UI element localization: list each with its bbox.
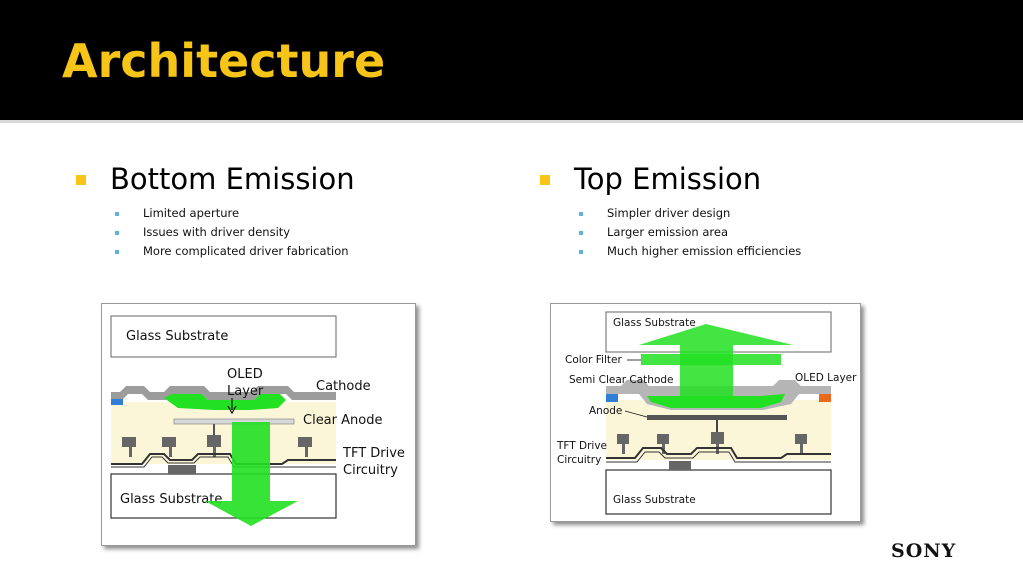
blue-pixel <box>111 399 123 405</box>
bullet-icon <box>115 250 119 254</box>
tft-label-line1: TFT Drive <box>342 446 405 461</box>
bullet-icon <box>540 175 550 185</box>
anode-label: Anode <box>589 405 622 417</box>
cathode-label: Semi Clear Cathode <box>569 374 674 386</box>
right-heading-item: Top Emission <box>540 160 801 200</box>
glass-substrate-bottom-label: Glass Substrate <box>613 494 696 506</box>
sony-logo: SONY <box>891 540 957 562</box>
bullet-icon <box>579 250 583 254</box>
glass-substrate-top-label: Glass Substrate <box>613 317 696 329</box>
tft-label-line1: TFT Drive <box>556 440 607 452</box>
color-filter-label: Color Filter <box>565 354 622 366</box>
emission-arrow <box>639 324 793 404</box>
tft-label-line2: Circuitry <box>343 463 398 478</box>
tft-circuit-line <box>111 453 336 465</box>
right-heading: Top Emission <box>574 162 762 196</box>
title-divider <box>0 120 1023 123</box>
left-bullet-list: Limited aperture Issues with driver dens… <box>76 206 349 263</box>
oled-layer <box>164 394 286 410</box>
glass-substrate-top-label: Glass Substrate <box>126 329 228 344</box>
list-item: More complicated driver fabrication <box>76 244 349 263</box>
bullet-icon <box>579 212 583 216</box>
red-pixel <box>819 394 831 402</box>
oled-label-line1: OLED <box>227 367 263 382</box>
oled-label-line2: Layer <box>227 384 264 399</box>
list-item: Issues with driver density <box>76 225 349 244</box>
cathode-label: Cathode <box>316 379 371 394</box>
list-item: Much higher emission efficiencies <box>540 244 801 263</box>
slide-title: Architecture <box>62 34 386 88</box>
cathode-layer <box>111 386 336 400</box>
left-column: Bottom Emission Limited aperture Issues … <box>76 160 355 263</box>
glass-substrate-bottom-label: Glass Substrate <box>120 492 222 507</box>
top-emission-diagram: Glass Substrate Glass Substrate Color Fi… <box>550 303 861 522</box>
bottom-emission-diagram: Glass Substrate Glass Substrate OLED Lay… <box>101 303 416 546</box>
tft-circuit-line <box>606 447 831 459</box>
title-bar <box>0 0 1023 120</box>
left-heading: Bottom Emission <box>110 162 355 196</box>
list-item: Limited aperture <box>76 206 349 225</box>
bullet-icon <box>76 175 86 185</box>
emission-arrow <box>205 422 298 526</box>
blue-pixel <box>606 394 618 402</box>
glass-substrate-bottom <box>605 469 832 515</box>
clear-anode-label: Clear Anode <box>303 413 382 428</box>
right-column: Top Emission Simpler driver design Large… <box>540 160 801 263</box>
anode-layer <box>647 415 787 420</box>
bullet-icon <box>115 231 119 235</box>
left-heading-item: Bottom Emission <box>76 160 355 200</box>
glass-substrate-top <box>110 315 337 358</box>
bullet-icon <box>579 231 583 235</box>
right-bullet-list: Simpler driver design Larger emission ar… <box>540 206 801 263</box>
oled-label: OLED Layer <box>795 372 857 384</box>
list-item: Larger emission area <box>540 225 801 244</box>
bullet-icon <box>115 212 119 216</box>
tft-label-line2: Circuitry <box>557 454 601 466</box>
list-item: Simpler driver design <box>540 206 801 225</box>
